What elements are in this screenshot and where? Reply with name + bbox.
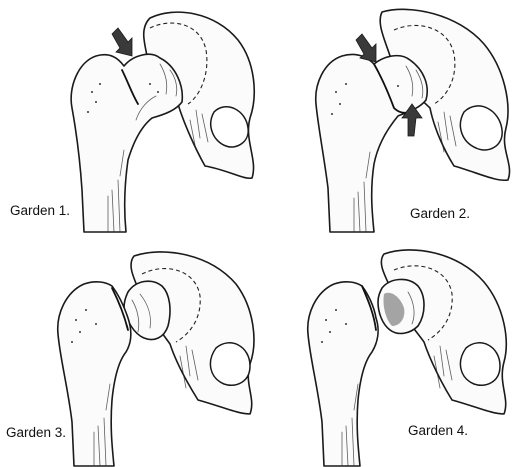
caption-garden-4: Garden 4. (408, 424, 468, 438)
obturator-foramen (210, 343, 250, 385)
hip-illustration-garden-2 (258, 0, 516, 233)
hip-illustration-garden-4 (258, 234, 516, 467)
femur (308, 282, 378, 466)
panel-garden-3: Garden 3. (0, 234, 258, 467)
hip-illustration-garden-1 (0, 0, 258, 233)
panel-garden-1: Garden 1. (0, 0, 258, 233)
caption-garden-2: Garden 2. (410, 207, 470, 221)
arrow-icon-head-notch (112, 28, 132, 56)
panel-garden-4: Garden 4. (258, 234, 516, 467)
panel-garden-2: Garden 2. (258, 0, 516, 233)
caption-garden-1: Garden 1. (10, 204, 70, 218)
caption-garden-3: Garden 3. (6, 426, 66, 440)
obturator-foramen (460, 343, 500, 385)
